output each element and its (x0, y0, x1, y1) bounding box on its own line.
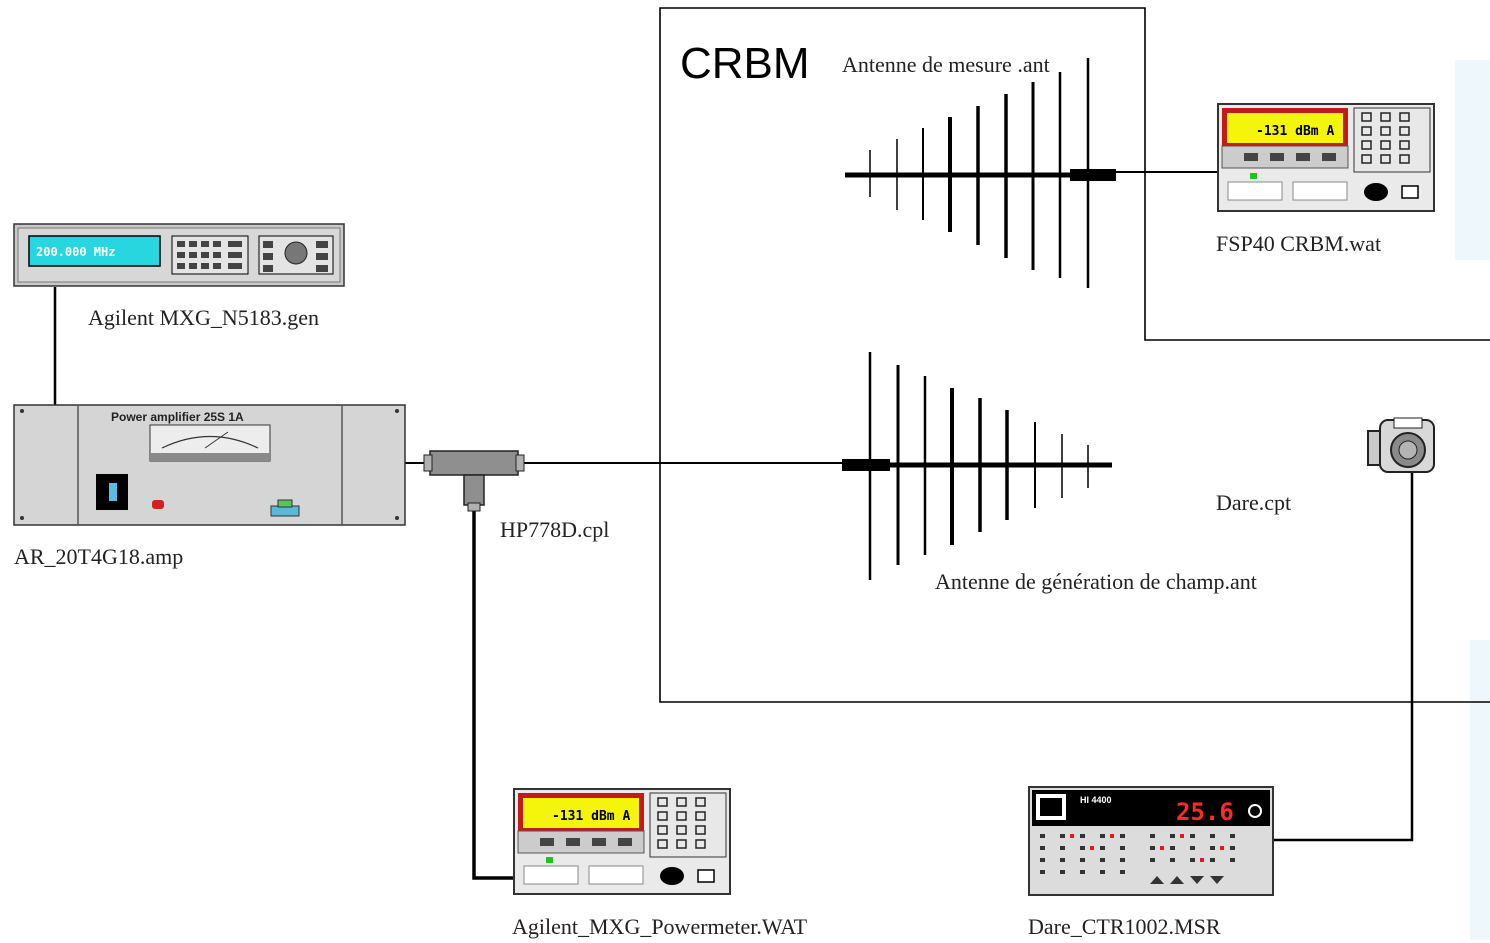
dare-controller-header: HI 4400 (1080, 795, 1112, 805)
field-antenna-label: Antenne de génération de champ.ant (935, 569, 1257, 594)
directional-coupler (423, 450, 525, 512)
signal-generator (13, 223, 345, 287)
crbm-chamber-outline (659, 7, 1490, 703)
fsp40-meter (1217, 103, 1435, 212)
dare-probe (1367, 417, 1435, 473)
amplifier-label: AR_20T4G18.amp (14, 544, 183, 569)
dare-controller-display: 25.6 (1176, 798, 1234, 826)
fsp40-display: -131 dBm A (1256, 124, 1334, 139)
cables (53, 171, 1414, 880)
dare-controller (1028, 786, 1274, 896)
field-generation-antenna (842, 352, 1112, 580)
measurement-antenna-label: Antenne de mesure .ant (842, 52, 1050, 77)
amplifier-panel-title: Power amplifier 25S 1A (111, 410, 244, 424)
crbm-title: CRBM (680, 39, 810, 88)
generator-display: 200.000 MHz (36, 245, 115, 259)
background-decoration (1455, 60, 1490, 940)
coupler-label: HP778D.cpl (500, 517, 609, 542)
powermeter-label: Agilent_MXG_Powermeter.WAT (512, 914, 808, 939)
dare-controller-label: Dare_CTR1002.MSR (1028, 914, 1221, 939)
measurement-antenna (845, 58, 1116, 288)
generator-label: Agilent MXG_N5183.gen (88, 305, 319, 330)
agilent-powermeter (513, 788, 731, 895)
fsp40-label: FSP40 CRBM.wat (1216, 231, 1381, 256)
dare-probe-label: Dare.cpt (1216, 490, 1291, 515)
powermeter-display: -131 dBm A (552, 809, 630, 824)
power-amplifier (13, 404, 406, 526)
